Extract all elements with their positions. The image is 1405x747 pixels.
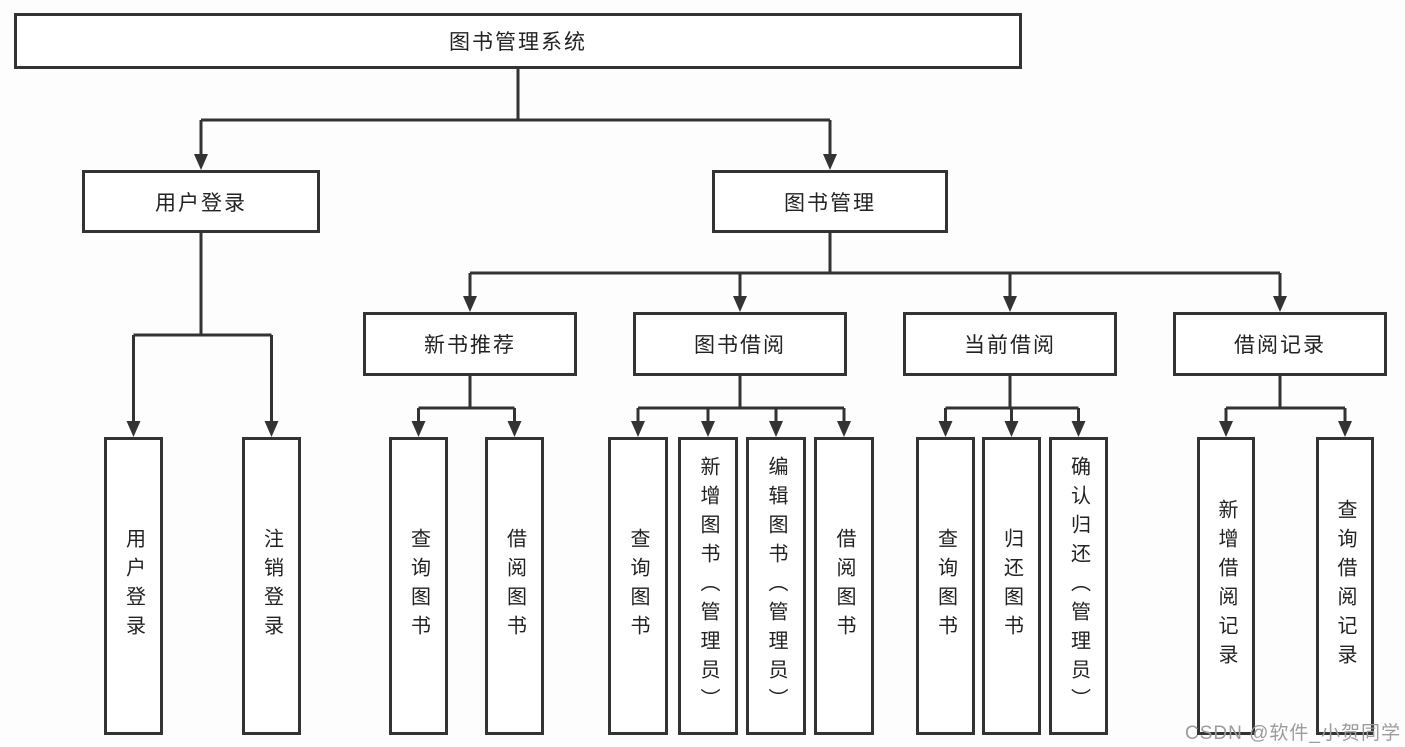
arrowhead-icon (938, 421, 953, 437)
leaf-query-books-newbook: 查询图书 (389, 437, 448, 735)
arrowhead-icon (411, 421, 426, 437)
leaf-user-login: 用户登录 (104, 437, 163, 735)
arrowhead-icon (1219, 421, 1233, 437)
arrowhead-icon (507, 421, 522, 437)
leaf-label: 编辑图书（管理员） (765, 455, 787, 717)
connector-path (417, 376, 516, 423)
leaf-label: 查询图书 (407, 528, 430, 644)
leaf-query-borrow-record: 查询借阅记录 (1316, 437, 1374, 735)
node-book-borrowing: 图书借阅 (633, 312, 847, 376)
node-label: 图书借阅 (694, 334, 786, 357)
node-label: 新书推荐 (424, 334, 516, 357)
node-library-management-system: 图书管理系统 (14, 13, 1022, 69)
leaf-label: 归还图书 (1000, 528, 1023, 644)
node-book-management: 图书管理 (712, 170, 948, 233)
node-label: 当前借阅 (964, 334, 1056, 357)
connector-path (1224, 376, 1347, 423)
connector-path (132, 233, 273, 423)
leaf-edit-books-admin: 编辑图书（管理员） (746, 437, 806, 735)
arrowhead-icon (1338, 421, 1352, 437)
connector-path (944, 376, 1080, 423)
arrowhead-icon (837, 421, 851, 437)
arrowhead-icon (1071, 421, 1086, 437)
node-user-login: 用户登录 (82, 170, 320, 233)
arrowhead-icon (733, 296, 747, 312)
leaf-label: 用户登录 (122, 528, 145, 644)
leaf-add-books-admin: 新增图书（管理员） (678, 437, 738, 735)
leaf-label: 查询图书 (934, 528, 957, 644)
arrowhead-icon (264, 421, 279, 437)
leaf-label: 新增图书（管理员） (697, 455, 719, 717)
arrowhead-icon (1003, 296, 1017, 312)
arrowhead-icon (194, 154, 208, 170)
leaf-label: 查询图书 (627, 528, 649, 644)
arrowhead-icon (1273, 296, 1287, 312)
leaf-label: 借阅图书 (833, 528, 855, 644)
leaf-label: 新增借阅记录 (1215, 499, 1237, 673)
leaf-query-books-borrowing: 查询图书 (608, 437, 668, 735)
node-label: 借阅记录 (1234, 334, 1326, 357)
node-label: 用户登录 (155, 191, 247, 215)
leaf-return-books: 归还图书 (982, 437, 1041, 735)
arrowhead-icon (701, 421, 715, 437)
leaf-confirm-return-admin: 确认归还（管理员） (1049, 437, 1108, 735)
csdn-watermark: CSDN @软件_小贺同学 (1185, 723, 1401, 744)
connector-path (199, 69, 832, 156)
arrowhead-icon (126, 421, 141, 437)
leaf-add-borrow-record: 新增借阅记录 (1197, 437, 1255, 735)
leaf-label: 借阅图书 (503, 528, 526, 644)
node-new-book-recommendation: 新书推荐 (363, 312, 577, 376)
leaf-label: 查询借阅记录 (1334, 499, 1356, 673)
node-current-borrowing: 当前借阅 (903, 312, 1117, 376)
arrowhead-icon (463, 296, 477, 312)
leaf-label: 确认归还（管理员） (1067, 455, 1090, 717)
arrowhead-icon (631, 421, 645, 437)
node-label: 图书管理系统 (449, 31, 587, 54)
arrowhead-icon (1004, 421, 1019, 437)
connector-path (636, 376, 846, 423)
leaf-label: 注销登录 (260, 528, 283, 644)
node-label: 图书管理 (784, 191, 876, 215)
leaf-query-books-current: 查询图书 (916, 437, 975, 735)
connector-path (468, 233, 1282, 298)
node-borrowing-records: 借阅记录 (1173, 312, 1387, 376)
arrowhead-icon (823, 154, 837, 170)
arrowhead-icon (769, 421, 783, 437)
leaf-borrow-books-borrowing: 借阅图书 (814, 437, 874, 735)
leaf-logout: 注销登录 (242, 437, 301, 735)
leaf-borrow-books-newbook: 借阅图书 (485, 437, 544, 735)
